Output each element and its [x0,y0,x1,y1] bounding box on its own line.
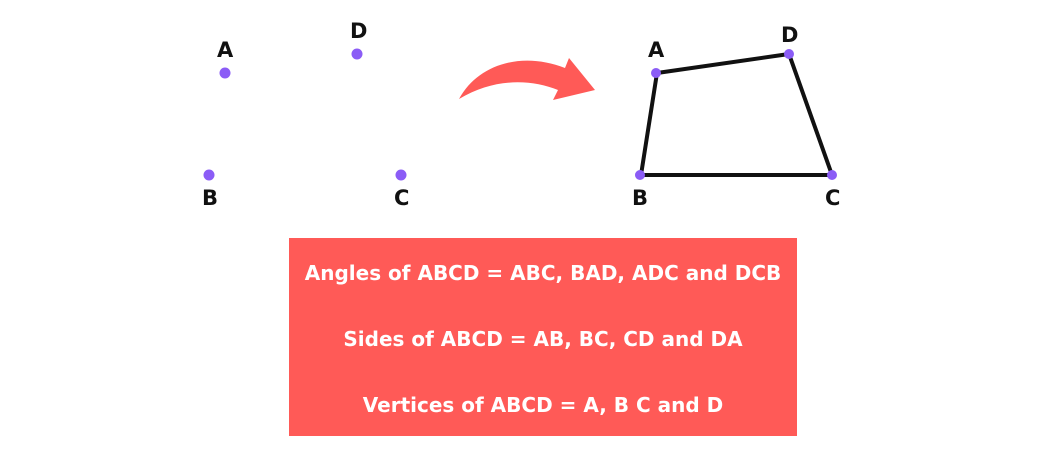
vertex-label-c: C [825,186,840,210]
curved-arrow-icon [459,58,595,100]
scattered-point-a [219,67,231,79]
scattered-label-d: D [350,19,367,43]
vertex-label-d: D [781,23,798,47]
vertex-label-b: B [632,186,648,210]
angles-text: Angles of ABCD = ABC, BAD, ADC and DCB [304,261,782,285]
vertex-c [827,170,837,180]
quadrilateral-abcd: A D B C [632,23,840,210]
sides-text: Sides of ABCD = AB, BC, CD and DA [343,327,743,351]
scattered-point-d [351,48,363,60]
scattered-points-group: A D B C [202,19,409,210]
vertex-d [784,49,794,59]
scattered-label-b: B [202,186,218,210]
vertex-label-a: A [648,38,665,62]
scattered-point-b [203,169,215,181]
properties-info-box: Angles of ABCD = ABC, BAD, ADC and DCB S… [289,238,797,436]
scattered-label-c: C [394,186,409,210]
quadrilateral-outline [638,51,835,177]
scattered-label-a: A [217,38,234,62]
vertices-text: Vertices of ABCD = A, B C and D [362,393,724,417]
vertex-b [635,170,645,180]
vertex-a [651,68,661,78]
scattered-point-c [395,169,407,181]
